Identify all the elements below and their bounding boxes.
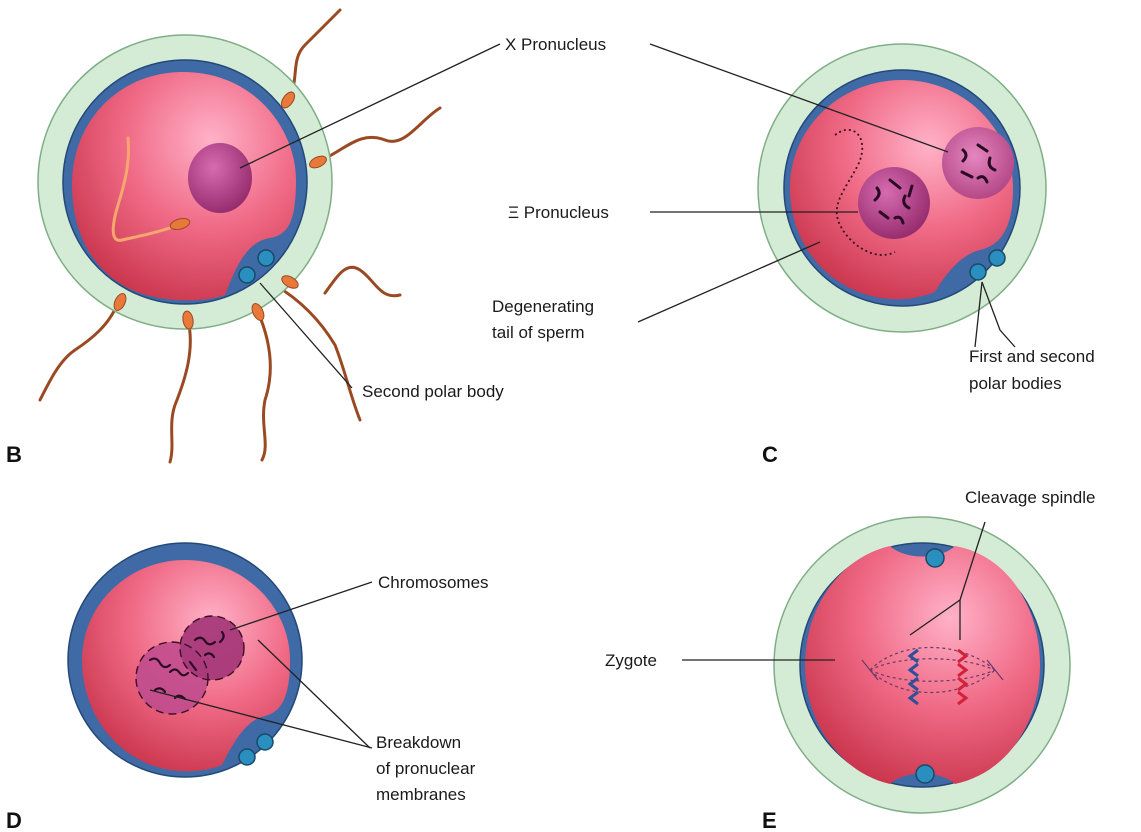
panel-e: E [762, 517, 1070, 832]
sperm-tail [170, 320, 190, 462]
label-zygote: Zygote [605, 651, 657, 670]
panel-c: C [758, 44, 1046, 467]
second-polar-body [989, 250, 1005, 266]
panel-d: D [6, 543, 302, 832]
label-degenerating-tail-line1: Degenerating [492, 297, 594, 316]
panel-letter-b: B [6, 442, 22, 467]
label-breakdown-line2: of pronuclear [376, 759, 476, 778]
panel-letter-d: D [6, 808, 22, 832]
x-pronucleus [188, 143, 252, 213]
panel-letter-c: C [762, 442, 778, 467]
polar-body [916, 765, 934, 783]
sperm-tail [275, 285, 360, 420]
x-pronucleus [942, 127, 1014, 199]
polar-body [239, 749, 255, 765]
sperm-tail [40, 302, 118, 400]
label-xi-pronucleus: Ξ Pronucleus [508, 203, 609, 222]
label-x-pronucleus: X Pronucleus [505, 35, 606, 54]
label-polar-bodies-line2: polar bodies [969, 374, 1062, 393]
sperm-tail [318, 108, 440, 162]
sperm-tail [258, 312, 270, 460]
label-second-polar-body: Second polar body [362, 382, 504, 401]
label-breakdown-line1: Breakdown [376, 733, 461, 752]
label-breakdown-line3: membranes [376, 785, 466, 804]
label-chromosomes: Chromosomes [378, 573, 489, 592]
sperm-tail [325, 267, 400, 295]
polar-body [257, 734, 273, 750]
first-polar-body [970, 264, 986, 280]
label-cleavage-spindle: Cleavage spindle [965, 488, 1095, 507]
polar-body [926, 549, 944, 567]
label-degenerating-tail-line2: tail of sperm [492, 323, 585, 342]
panel-letter-e: E [762, 808, 777, 832]
polar-body [258, 250, 274, 266]
zygote-cytoplasm [805, 546, 1040, 784]
second-polar-body [239, 267, 255, 283]
label-polar-bodies-line1: First and second [969, 347, 1095, 366]
xi-pronucleus [858, 167, 930, 239]
